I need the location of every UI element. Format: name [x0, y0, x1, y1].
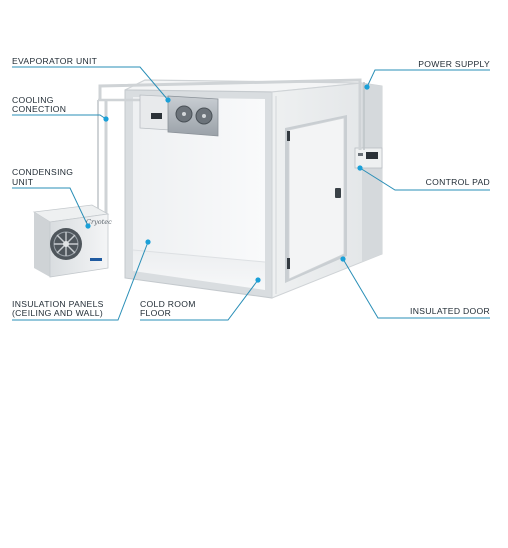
callout-dot	[165, 97, 171, 103]
label-cold-room-floor-line2: FLOOR	[140, 308, 171, 318]
label-power-supply: POWER SUPPLY	[418, 59, 490, 69]
callout-floor	[140, 279, 259, 321]
callout-dot	[85, 223, 91, 229]
label-condensing-unit-line2: UNIT	[12, 177, 34, 187]
right-wall-edge	[362, 83, 382, 262]
control-pad-screen	[366, 152, 378, 159]
evaporator-unit	[139, 94, 219, 137]
interior-back-wall	[133, 97, 265, 262]
callout-dots	[85, 84, 370, 283]
label-control-pad: CONTROL PAD	[426, 177, 490, 187]
callout-power	[366, 69, 490, 88]
door-hinge-top	[287, 131, 290, 141]
callout-dot	[340, 256, 346, 262]
power-conduit	[98, 78, 362, 150]
callout-dot	[255, 277, 261, 283]
interior-floor	[133, 250, 265, 290]
callout-dot	[364, 84, 370, 90]
label-insulated-door: INSULATED DOOR	[410, 306, 490, 316]
labels: EVAPORATOR UNIT COOLING CONECTION CONDEN…	[12, 56, 490, 318]
condensing-unit: Cryotec	[32, 204, 112, 278]
label-condensing-unit-line1: CONDENSING	[12, 167, 73, 177]
callout-dot	[357, 165, 363, 171]
door-hinge-bottom	[287, 258, 290, 269]
callout-insulation	[12, 241, 149, 321]
label-evaporator-unit: EVAPORATOR UNIT	[12, 56, 98, 66]
cold-room	[97, 78, 383, 299]
condenser-front	[34, 212, 50, 277]
label-cold-room-floor-line1: COLD ROOM	[140, 299, 196, 309]
control-pad	[354, 147, 383, 169]
floor-edge	[132, 249, 266, 263]
door-handle	[335, 188, 341, 198]
callout-dot	[145, 239, 151, 245]
condenser-logo: Cryotec	[86, 218, 112, 226]
callout-cooling	[12, 114, 107, 120]
callout-evaporator	[12, 66, 169, 101]
label-insulation-panels-line1: INSULATION PANELS	[12, 299, 104, 309]
callout-dot	[103, 116, 109, 122]
evaporator-label-plate	[151, 113, 162, 119]
callout-condensing	[12, 187, 89, 227]
label-insulation-panels-line2: (CEILING AND WALL)	[12, 308, 103, 318]
condenser-badge	[90, 258, 102, 261]
callout-control	[359, 167, 490, 191]
label-cooling-connection-line1: COOLING	[12, 95, 54, 105]
insulated-door	[285, 115, 347, 283]
callout-lines	[12, 66, 490, 321]
evaporator-fan-housing	[167, 95, 219, 137]
label-cooling-connection-line2: CONECTION	[12, 104, 66, 114]
callout-door	[342, 258, 490, 319]
door-leaf	[288, 117, 345, 280]
